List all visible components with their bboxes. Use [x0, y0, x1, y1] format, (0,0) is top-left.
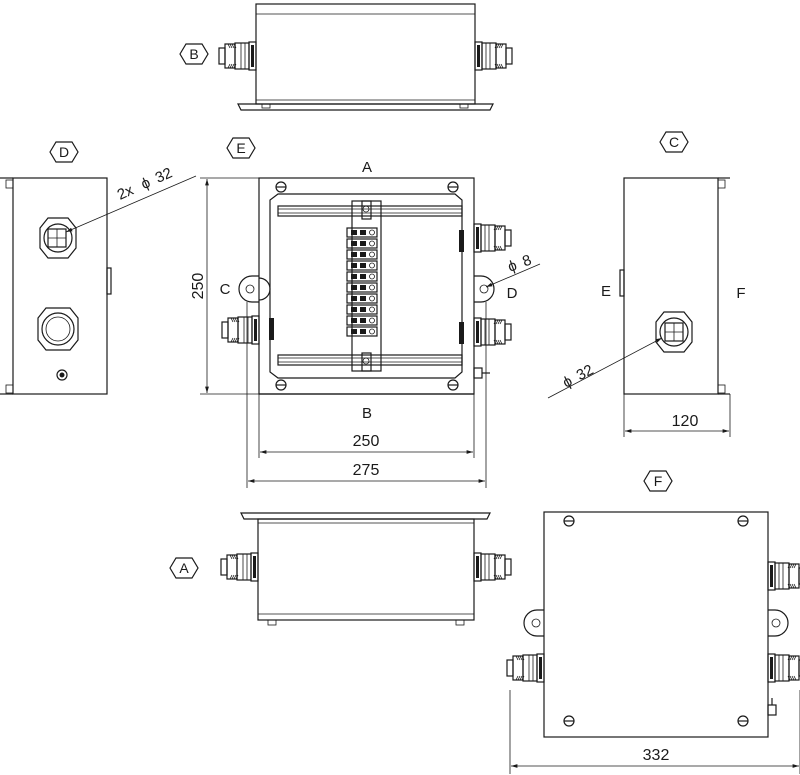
dim-inner-width-value: 250	[353, 433, 380, 450]
dim-height-value: 250	[190, 273, 207, 300]
view-f-label: F	[654, 473, 663, 489]
dim-outer-width-value: 275	[353, 462, 380, 479]
dim-gland-double-prefix: 2x	[115, 181, 137, 203]
diameter-symbol-c: ϕ	[560, 373, 575, 392]
dim-hole-value: 8	[520, 252, 534, 271]
view-f-marker: F	[643, 470, 673, 492]
dim-gland-double-value: 32	[153, 164, 175, 186]
view-a-marker: A	[169, 557, 199, 579]
view-d-label: D	[59, 144, 69, 160]
diameter-symbol: ϕ	[506, 257, 520, 276]
view-e-marker: E	[226, 137, 256, 159]
dim-mount-width-value: 332	[643, 747, 670, 764]
dim-outer-width: 275	[246, 302, 487, 488]
front-label-top: A	[362, 159, 372, 176]
dim-gland-single: ϕ 32	[560, 361, 596, 391]
view-a-label: A	[179, 560, 189, 576]
view-b-top	[218, 3, 513, 111]
view-a-bottom	[220, 512, 512, 626]
view-c-marker: C	[659, 131, 689, 153]
view-c-side	[547, 177, 730, 399]
dim-mount-width: 332	[509, 690, 800, 774]
dim-height: 250	[190, 177, 259, 395]
dim-hole: ϕ 8	[485, 252, 541, 288]
view-b-label: B	[189, 46, 198, 62]
dim-depth-value: 120	[672, 413, 699, 430]
view-e-front	[221, 177, 512, 395]
svg-text:ϕ 8: ϕ 8	[506, 252, 534, 276]
diameter-symbol-d: ϕ	[138, 174, 153, 193]
dim-depth: 120	[623, 394, 731, 437]
view-c-label: C	[669, 134, 679, 150]
front-label-right: D	[507, 285, 518, 302]
view-d-marker: D	[49, 141, 79, 163]
side-c-label-right: F	[736, 285, 745, 302]
view-d-side	[0, 175, 197, 395]
front-label-left: C	[220, 281, 231, 298]
front-label-bottom: B	[362, 405, 372, 422]
view-f-back	[506, 511, 800, 738]
view-b-marker: B	[179, 43, 209, 65]
dim-gland-single-value: 32	[574, 361, 597, 384]
dim-inner-width: 250	[258, 394, 475, 458]
side-c-label-left: E	[601, 283, 611, 300]
view-e-label: E	[236, 140, 245, 156]
